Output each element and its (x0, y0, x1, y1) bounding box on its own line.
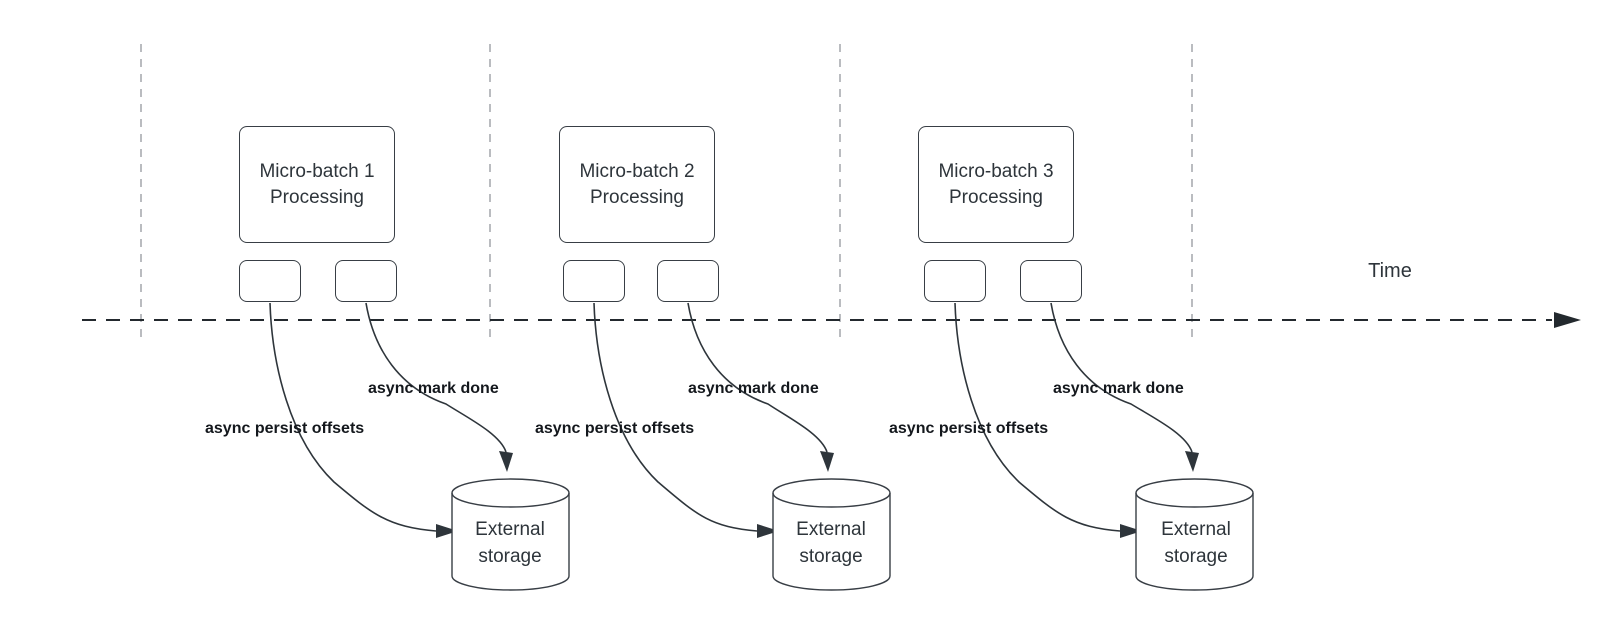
time-axis-arrowhead-icon (1554, 312, 1581, 328)
storage-cylinder-2 (772, 478, 891, 591)
persist-offsets-arrowhead-icon-1 (436, 524, 458, 538)
storage-cylinder-1 (451, 478, 570, 591)
micro-batch-2-box: Micro-batch 2 Processing (559, 126, 715, 243)
done-task-box-2 (657, 260, 719, 302)
persist-offsets-arrowhead-icon-2 (757, 524, 779, 538)
persist-offsets-arrow-2 (593, 302, 758, 532)
persist-offsets-arrowhead-icon-3 (1120, 524, 1142, 538)
persist-offsets-arrow-3 (954, 302, 1121, 532)
micro-batch-2-label: Micro-batch 2 Processing (579, 160, 695, 208)
mark-done-label-3: async mark done (1053, 380, 1184, 397)
micro-batch-1-box: Micro-batch 1 Processing (239, 126, 395, 243)
external-storage-label-2: External storage (796, 519, 866, 567)
micro-batch-3-box: Micro-batch 3 Processing (918, 126, 1074, 243)
persist-offsets-label-3: async persist offsets (889, 420, 1049, 437)
mark-done-arrow-1 (365, 302, 507, 453)
storage-cylinder-lid-2 (772, 492, 891, 508)
mark-done-arrowhead-icon-1 (499, 451, 513, 472)
offset-task-box-3 (924, 260, 986, 302)
micro-batch-3-label: Micro-batch 3 Processing (938, 160, 1054, 208)
persist-offsets-label-2: async persist offsets (535, 420, 695, 437)
storage-cylinder-lid-3 (1135, 492, 1254, 508)
mark-done-label-1: async mark done (368, 380, 499, 397)
external-storage-label-1: External storage (475, 519, 545, 567)
storage-cylinder-body-1 (451, 478, 570, 591)
done-task-box-3 (1020, 260, 1082, 302)
offset-task-box-1 (239, 260, 301, 302)
mark-done-arrowhead-icon-3 (1185, 451, 1199, 472)
persist-offsets-label-1: async persist offsets (205, 420, 365, 437)
external-storage-label-3: External storage (1161, 519, 1231, 567)
storage-cylinder-lid-1 (451, 492, 570, 508)
mark-done-arrowhead-icon-2 (820, 451, 834, 472)
time-axis-label: Time (1368, 260, 1412, 282)
done-task-box-1 (335, 260, 397, 302)
micro-batch-1-label: Micro-batch 1 Processing (259, 160, 375, 208)
mark-done-arrow-3 (1050, 302, 1193, 453)
storage-cylinder-3 (1135, 478, 1254, 591)
mark-done-arrow-2 (687, 302, 828, 453)
storage-cylinder-body-3 (1135, 478, 1254, 591)
persist-offsets-arrow-1 (269, 302, 437, 532)
storage-cylinder-body-2 (772, 478, 891, 591)
offset-task-box-2 (563, 260, 625, 302)
mark-done-label-2: async mark done (688, 380, 819, 397)
